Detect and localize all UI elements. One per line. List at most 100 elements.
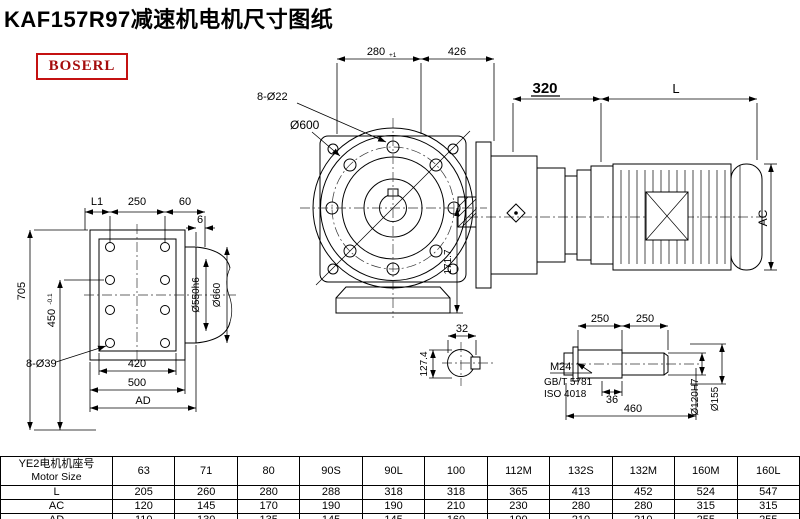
table-cell: 190	[299, 499, 363, 514]
dim-280: 280	[367, 46, 385, 58]
shaft-detail-view: 250 250 M24 GB/T 5781 ISO 4018 36 460 Ø1…	[544, 313, 726, 420]
flange-top-dims	[336, 56, 495, 141]
row-label: L	[0, 485, 113, 500]
table-size-col: 90L	[361, 456, 426, 486]
table-cell: 190	[486, 513, 551, 519]
table-cell: 255	[674, 513, 738, 519]
dim-60: 60	[179, 196, 191, 208]
table-header-cn: YE2电机机座号	[18, 458, 95, 470]
table-cell: 190	[361, 499, 426, 514]
dim-L: L	[672, 81, 679, 96]
side-view: 320 L AC	[457, 80, 777, 289]
label-gbt-5781: GB/T 5781	[544, 377, 593, 388]
table-size-col: 90S	[299, 456, 363, 486]
table-cell: 145	[361, 513, 426, 519]
dim-250-left: 250	[591, 313, 609, 325]
front-top-dims	[84, 208, 215, 247]
table-cell: 413	[549, 485, 613, 500]
hatch-lines	[457, 196, 477, 228]
side-ac-dim	[764, 163, 777, 271]
dim-450-tol: -0.1	[47, 293, 54, 305]
shaft-dims	[550, 323, 726, 420]
dim-32: 32	[456, 323, 468, 335]
table-cell: 315	[674, 499, 738, 514]
table-cell: 280	[611, 499, 676, 514]
front-bottom-dims	[55, 345, 197, 412]
table-size-col: 63	[111, 456, 176, 486]
table-size-col: 160L	[736, 456, 800, 486]
table-cell: 365	[486, 485, 551, 500]
table-size-col: 112M	[486, 456, 551, 486]
section-dims	[429, 333, 477, 379]
table-size-col: 160M	[674, 456, 738, 486]
front-view: L1 250 60 6 705 450 -0.1 420 500 AD 8-Ø3…	[16, 196, 236, 431]
boserl-logo: BOSERL	[36, 53, 128, 80]
table-cell: 145	[174, 499, 238, 514]
table-cell: 318	[361, 485, 426, 500]
dim-550h6: Ø550h6	[191, 277, 202, 313]
row-label: AD	[0, 513, 113, 519]
table-cell: 315	[736, 499, 800, 514]
dim-426: 426	[448, 46, 466, 58]
table-row-AD: AD 110 130 135 145 145 160 190 210 210 2…	[0, 513, 800, 519]
table-cell: 280	[236, 485, 301, 500]
label-8-holes-22: 8-Ø22	[257, 91, 288, 103]
table-cell: 210	[549, 513, 613, 519]
dim-450: 450	[46, 309, 58, 327]
table-cell: 288	[299, 485, 363, 500]
dim-250: 250	[128, 196, 146, 208]
dim-155: Ø155	[710, 386, 721, 411]
label-iso-4018: ISO 4018	[544, 389, 587, 400]
table-size-col: 132S	[549, 456, 613, 486]
dim-171-7: 171.7	[443, 249, 454, 274]
dim-127-4: 127.4	[419, 351, 430, 376]
table-cell: 205	[111, 485, 176, 500]
flange-view: 280 +1 426 8-Ø22 Ø600 171.7	[257, 46, 495, 318]
table-size-col: 71	[174, 456, 238, 486]
table-cell: 170	[236, 499, 301, 514]
table-cell: 260	[174, 485, 238, 500]
dim-280-tol: +1	[389, 52, 397, 59]
table-cell: 255	[736, 513, 800, 519]
dim-460: 460	[624, 403, 642, 415]
dim-660: Ø660	[212, 282, 223, 307]
table-cell: 452	[611, 485, 676, 500]
side-top-dims	[512, 95, 758, 162]
table-cell: 547	[736, 485, 800, 500]
dim-6: 6	[197, 214, 203, 226]
dim-600: Ø600	[290, 118, 320, 132]
table-cell: 160	[424, 513, 488, 519]
dim-250-right: 250	[636, 313, 654, 325]
dim-420: 420	[128, 358, 146, 370]
dim-500: 500	[128, 377, 146, 389]
dim-AC: AC	[756, 209, 770, 226]
table-row-AC: AC 120 145 170 190 190 210 230 280 280 3…	[0, 499, 800, 514]
table-cell: 110	[111, 513, 176, 519]
table-size-col: 80	[236, 456, 301, 486]
table-size-col: 100	[424, 456, 488, 486]
table-cell: 318	[424, 485, 488, 500]
table-cell: 135	[236, 513, 301, 519]
flange-height-dim	[448, 208, 463, 314]
dim-120H7: Ø120H7	[690, 378, 701, 416]
table-cell: 524	[674, 485, 738, 500]
table-size-col: 132M	[611, 456, 676, 486]
diamond-mark	[506, 203, 526, 223]
technical-drawing: L1 250 60 6 705 450 -0.1 420 500 AD 8-Ø3…	[16, 46, 777, 431]
row-label: AC	[0, 499, 113, 514]
dim-AD: AD	[135, 395, 150, 407]
page-title: KAF157R97减速机电机尺寸图纸	[4, 7, 334, 32]
dim-320: 320	[532, 80, 557, 97]
table-row-L: L 205 260 280 288 318 318 365 413 452 52…	[0, 485, 800, 500]
table-header-en: Motor Size	[31, 471, 82, 483]
table-header-label: YE2电机机座号 Motor Size	[0, 456, 113, 486]
label-8-holes-39: 8-Ø39	[26, 358, 57, 370]
front-view-bolt-holes	[105, 242, 170, 348]
dim-L1: L1	[91, 196, 103, 208]
table-cell: 145	[299, 513, 363, 519]
table-cell: 120	[111, 499, 176, 514]
dim-36: 36	[606, 394, 618, 406]
shaft-section-view: 32 127.4	[419, 323, 496, 386]
table-cell: 130	[174, 513, 238, 519]
